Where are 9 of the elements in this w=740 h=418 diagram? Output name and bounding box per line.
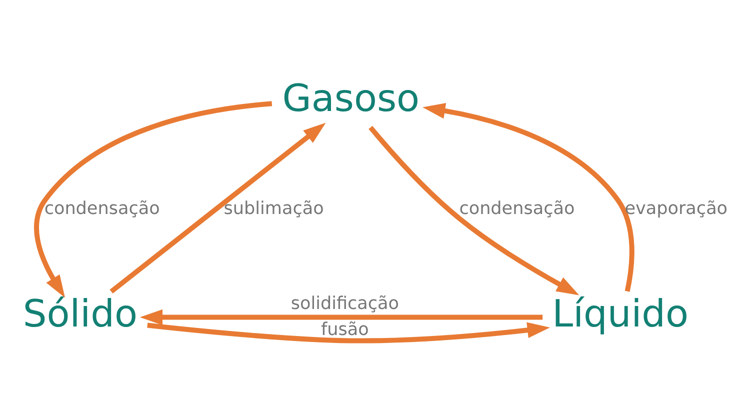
edge-label: condensação xyxy=(459,198,575,219)
edge-label: fusão xyxy=(320,320,369,340)
node-text: Sólido xyxy=(22,291,138,336)
node-text: Líquido xyxy=(552,291,689,336)
edge-label: condensação xyxy=(44,198,160,219)
edge-label: sublimação xyxy=(224,198,324,219)
node-text: Gasoso xyxy=(282,76,420,120)
edge-label: evaporação xyxy=(624,198,728,219)
edge-label: solidificação xyxy=(290,293,399,314)
